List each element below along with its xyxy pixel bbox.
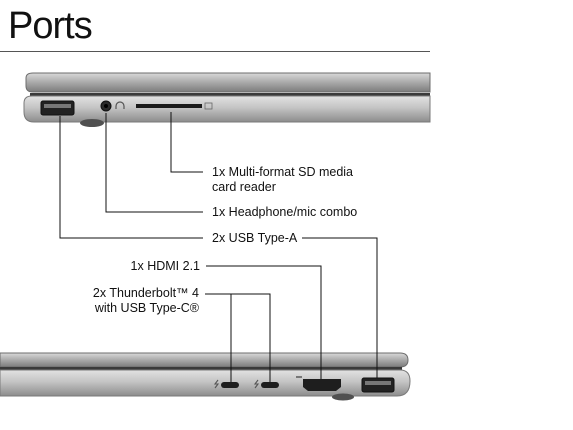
title-divider: [0, 51, 430, 52]
headphone-jack: [100, 100, 112, 112]
sd-card-icon: [204, 102, 213, 110]
usb-type-a-label: 2x USB Type-A: [212, 231, 298, 245]
leader-lines-left: [59, 112, 203, 239]
hdmi-port: [296, 376, 341, 391]
headphone-icon: [115, 101, 125, 109]
usb-c-port-1: [221, 382, 239, 388]
leader-lines-right: [205, 237, 378, 382]
usb-c-port-2: [261, 382, 279, 388]
sd-card-reader-label: 1x Multi-format SD media card reader: [212, 165, 354, 194]
page-title: Ports: [8, 5, 93, 47]
sd-card-slot: [136, 104, 202, 108]
laptop-right-side: [0, 352, 411, 401]
laptop-left-side: [23, 72, 431, 127]
headphone-combo-label: 1x Headphone/mic combo: [212, 205, 358, 219]
usb-a-port-right: [361, 377, 395, 393]
thunderbolt-icon: [213, 379, 260, 389]
thunderbolt-label: 2x Thunderbolt™ 4 with USB Type-C®: [92, 286, 199, 315]
hdmi-label: 1x HDMI 2.1: [130, 259, 200, 273]
usb-a-port-left: [40, 100, 75, 116]
